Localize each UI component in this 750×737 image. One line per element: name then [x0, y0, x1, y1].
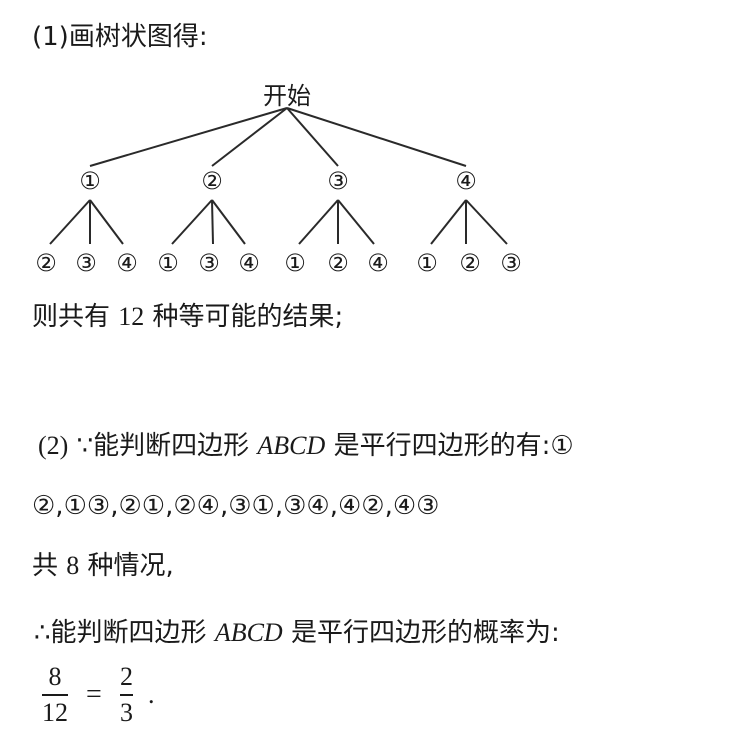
- conclusion-post: 种等可能的结果;: [152, 302, 344, 332]
- period: .: [148, 680, 155, 709]
- tree-leaf-2-2: ③: [198, 249, 220, 277]
- tree-node-1: ①: [79, 167, 101, 195]
- equals-sign: =: [86, 679, 102, 710]
- tree-edge-2-2: [211, 199, 214, 245]
- fraction-numerator-2: 2: [120, 662, 133, 691]
- tree-node-3: ③: [327, 167, 349, 195]
- line3-post: 种情况,: [87, 551, 174, 581]
- tree-leaf-2-1: ①: [157, 249, 179, 277]
- tree-node-2: ②: [201, 167, 223, 195]
- conclusion-pre: 则共有: [32, 302, 111, 332]
- tree-leaf-1-2: ③: [75, 249, 97, 277]
- line3-pre: 共: [32, 551, 59, 581]
- tree-edge-root-3: [286, 107, 339, 167]
- tree-leaf-4-3: ③: [500, 249, 522, 277]
- fraction-numerator: 8: [48, 662, 62, 691]
- tree-edge-3-1: [298, 199, 339, 245]
- tree-edge-root-4: [286, 107, 467, 167]
- tree-leaf-3-1: ①: [284, 249, 306, 277]
- part2-line3: 共 8 种情况,: [32, 549, 174, 583]
- part2-label: (2): [38, 431, 69, 460]
- fraction-bar: [42, 694, 68, 696]
- part1-heading: (1)画树状图得:: [32, 22, 208, 52]
- fraction-denominator: 12: [42, 698, 68, 727]
- tree-node-4: ④: [455, 167, 477, 195]
- shape-name-2: ABCD: [214, 618, 283, 647]
- line1-text: 能判断四边形: [93, 431, 250, 461]
- conclusion-number: 12: [118, 302, 145, 331]
- tree-edge-1-1: [49, 199, 91, 245]
- line3-number: 8: [66, 551, 80, 580]
- line4-text: 能判断四边形: [50, 618, 207, 648]
- therefore-symbol: ∴: [34, 618, 51, 648]
- tree-leaf-4-2: ②: [459, 249, 481, 277]
- tree-edge-1-3: [89, 199, 124, 245]
- tree-root: 开始: [263, 82, 311, 110]
- tree-edge-2-3: [211, 199, 246, 245]
- tree-leaf-3-3: ④: [367, 249, 389, 277]
- part1-conclusion: 则共有 12 种等可能的结果;: [32, 300, 343, 334]
- tree-leaf-1-1: ②: [35, 249, 57, 277]
- fraction-bar-2: [120, 694, 133, 696]
- shape-name: ABCD: [257, 431, 326, 460]
- fraction-2-3: 2 3: [120, 662, 133, 728]
- part2-line1: (2) ∵能判断四边形 ABCD 是平行四边形的有:①: [38, 429, 574, 463]
- because-symbol: ∵: [76, 431, 94, 461]
- tree-edge-root-2: [211, 107, 288, 167]
- tree-edge-4-3: [465, 199, 508, 245]
- line1-rest: 是平行四边形的有:①: [333, 431, 574, 461]
- part2-line4: ∴能判断四边形 ABCD 是平行四边形的概率为:: [34, 616, 560, 650]
- tree-edge-root-1: [89, 107, 288, 167]
- line4-rest: 是平行四边形的概率为:: [290, 618, 560, 648]
- tree-edge-4-1: [430, 199, 467, 245]
- tree-leaf-2-3: ④: [238, 249, 260, 277]
- tree-leaf-1-3: ④: [116, 249, 138, 277]
- tree-leaf-3-2: ②: [327, 249, 349, 277]
- fraction-denominator-2: 3: [120, 698, 133, 727]
- tree-edge-2-1: [171, 199, 213, 245]
- tree-leaf-4-1: ①: [416, 249, 438, 277]
- tree-edge-3-3: [337, 199, 375, 245]
- fraction-8-12: 8 12: [42, 662, 68, 728]
- part2-line2: ②,①③,②①,②④,③①,③④,④②,④③: [32, 491, 440, 521]
